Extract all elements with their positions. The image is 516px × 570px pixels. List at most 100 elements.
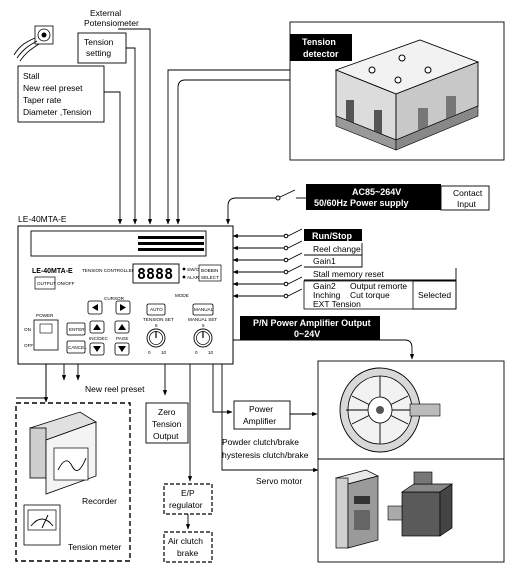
cancel-button[interactable] xyxy=(66,340,86,354)
cancel-label: CANCEL xyxy=(68,345,87,350)
zero-tension-box xyxy=(145,402,189,444)
output-button[interactable] xyxy=(34,276,56,290)
panel-subtitle: TENSION CONTROLLER xyxy=(82,268,136,273)
power-switch-icon xyxy=(225,189,306,225)
stall-memory-reset-label: Stall memory reset xyxy=(313,269,384,279)
input-taper-rate: Taper rate xyxy=(23,95,62,105)
clutch-label-2: hysteresis clutch/brake xyxy=(222,450,309,460)
manual-knob-min: 0 xyxy=(195,350,198,355)
tension-detector-image xyxy=(334,39,480,151)
recorder-label: Recorder xyxy=(82,496,117,506)
tension-detector-label-1: Tension xyxy=(302,37,336,47)
output-button-label: OUTPUT ON/OFF xyxy=(37,281,75,286)
cursor-label: CURSOR xyxy=(104,296,125,301)
external-potentiometer-label-2: Potensiometer xyxy=(84,18,139,28)
new-reel-preset-output: New reel preset xyxy=(85,384,145,394)
enter-button[interactable] xyxy=(66,322,86,336)
power-supply-box xyxy=(306,184,441,210)
input-new-reel-preset: New reel preset xyxy=(23,83,83,93)
pn-output-box xyxy=(240,316,380,340)
seven-segment-display xyxy=(132,263,180,284)
reel-change-label: Reel change xyxy=(313,244,361,254)
manual-knob-max: 10 xyxy=(208,350,214,355)
tension-meter-image xyxy=(23,504,61,546)
tension-set-label: TENSION SET xyxy=(143,317,174,322)
tension-detector-frame xyxy=(289,21,505,161)
arrow-up-icon xyxy=(93,324,101,330)
contact-input-label-2: Input xyxy=(457,199,477,209)
tension-detector-label-box xyxy=(290,34,352,61)
air-clutch-label-1: Air clutch xyxy=(168,536,203,546)
external-potentiometer-label-1: External xyxy=(90,8,121,18)
ep-regulator-label-2: regulator xyxy=(169,500,203,510)
tension-meter-label: Tension meter xyxy=(68,542,122,552)
controller-model-label: LE-40MTA-E xyxy=(18,214,67,224)
selector-box xyxy=(198,264,222,282)
arrow-down-icon xyxy=(118,346,126,352)
power-label: POWER xyxy=(36,313,54,318)
display-value: 8888 xyxy=(137,265,173,283)
led-label-1: SW/ON xyxy=(187,267,203,272)
input-diameter-tension: Diameter ,Tension xyxy=(23,107,92,117)
pn-output-label-1: P/N Power Amplifier Output xyxy=(253,318,371,328)
selector-label-1: BOBBIN xyxy=(201,268,218,273)
contact-input-label-1: Contact xyxy=(453,188,483,198)
led-label-2: ALARM xyxy=(187,275,203,280)
air-clutch-label-2: brake xyxy=(177,548,199,558)
gain2-label: Gain2 xyxy=(313,281,336,291)
servo-motor-image xyxy=(387,471,454,537)
tension-set-knob[interactable] xyxy=(146,328,166,348)
off-label: OFF xyxy=(24,343,33,348)
manual-label: MANUAL xyxy=(194,307,214,312)
gain1-label: Gain1 xyxy=(313,256,336,266)
manual-set-label: MANUAL SET xyxy=(188,317,217,322)
recorder-meter-box xyxy=(15,402,131,562)
power-supply-frequency: 50/60Hz Power supply xyxy=(314,198,409,208)
powder-clutch-image xyxy=(339,367,441,453)
tension-setting-label-1: Tension xyxy=(84,37,114,47)
auto-button[interactable] xyxy=(146,303,166,316)
clutch-label-1: Powder clutch/brake xyxy=(222,437,299,447)
right-input-wiring xyxy=(232,228,303,299)
manual-knob-mid: 5 xyxy=(202,323,205,328)
manual-button[interactable] xyxy=(192,303,214,316)
servo-motor-frame xyxy=(317,458,505,563)
arrow-left-icon xyxy=(92,304,98,311)
servo-drive-image xyxy=(335,469,379,549)
power-amplifier-box xyxy=(233,400,291,430)
air-clutch-box xyxy=(163,531,213,563)
incdec-label: INC/DEC xyxy=(89,336,109,341)
selector-label-2: SELECT xyxy=(201,275,219,280)
arrow-up-icon xyxy=(118,324,126,330)
mode-label: MODE xyxy=(175,293,189,298)
manual-set-knob[interactable] xyxy=(193,328,213,348)
recorder-image xyxy=(29,411,97,495)
contact-input-box xyxy=(440,185,490,211)
run-stop-box xyxy=(304,229,362,241)
output-remote-label: Output remorte xyxy=(350,281,407,291)
ep-regulator-label-1: E/P xyxy=(181,488,195,498)
arrow-right-icon xyxy=(120,304,126,311)
auto-label: AUTO xyxy=(150,307,163,312)
tension-knob-max: 10 xyxy=(161,350,167,355)
potentiometer-icon xyxy=(13,25,54,62)
run-stop-label: Run/Stop xyxy=(312,231,352,241)
tension-detector-label-2: detector xyxy=(303,49,339,59)
cut-torque-label: Cut torque xyxy=(350,290,390,300)
selected-label: Selected xyxy=(418,290,451,300)
panel-model: LE-40MTA-E xyxy=(32,268,73,275)
zero-tension-label-3: Output xyxy=(153,431,179,441)
pn-output-label-2: 0~24V xyxy=(294,329,320,339)
zero-tension-label-1: Zero xyxy=(158,407,176,417)
input-signals-box xyxy=(17,65,105,123)
arrow-down-icon xyxy=(93,346,101,352)
ext-tension-label: EXT Tension xyxy=(313,299,361,309)
tension-knob-min: 0 xyxy=(148,350,151,355)
power-amplifier-label-1: Power xyxy=(249,404,273,414)
input-stall: Stall xyxy=(23,71,40,81)
power-amplifier-label-2: Amplifier xyxy=(243,416,276,426)
on-label: ON xyxy=(24,327,31,332)
power-supply-voltage: AC85~264V xyxy=(352,187,401,197)
tension-setting-label-2: setting xyxy=(86,48,111,58)
